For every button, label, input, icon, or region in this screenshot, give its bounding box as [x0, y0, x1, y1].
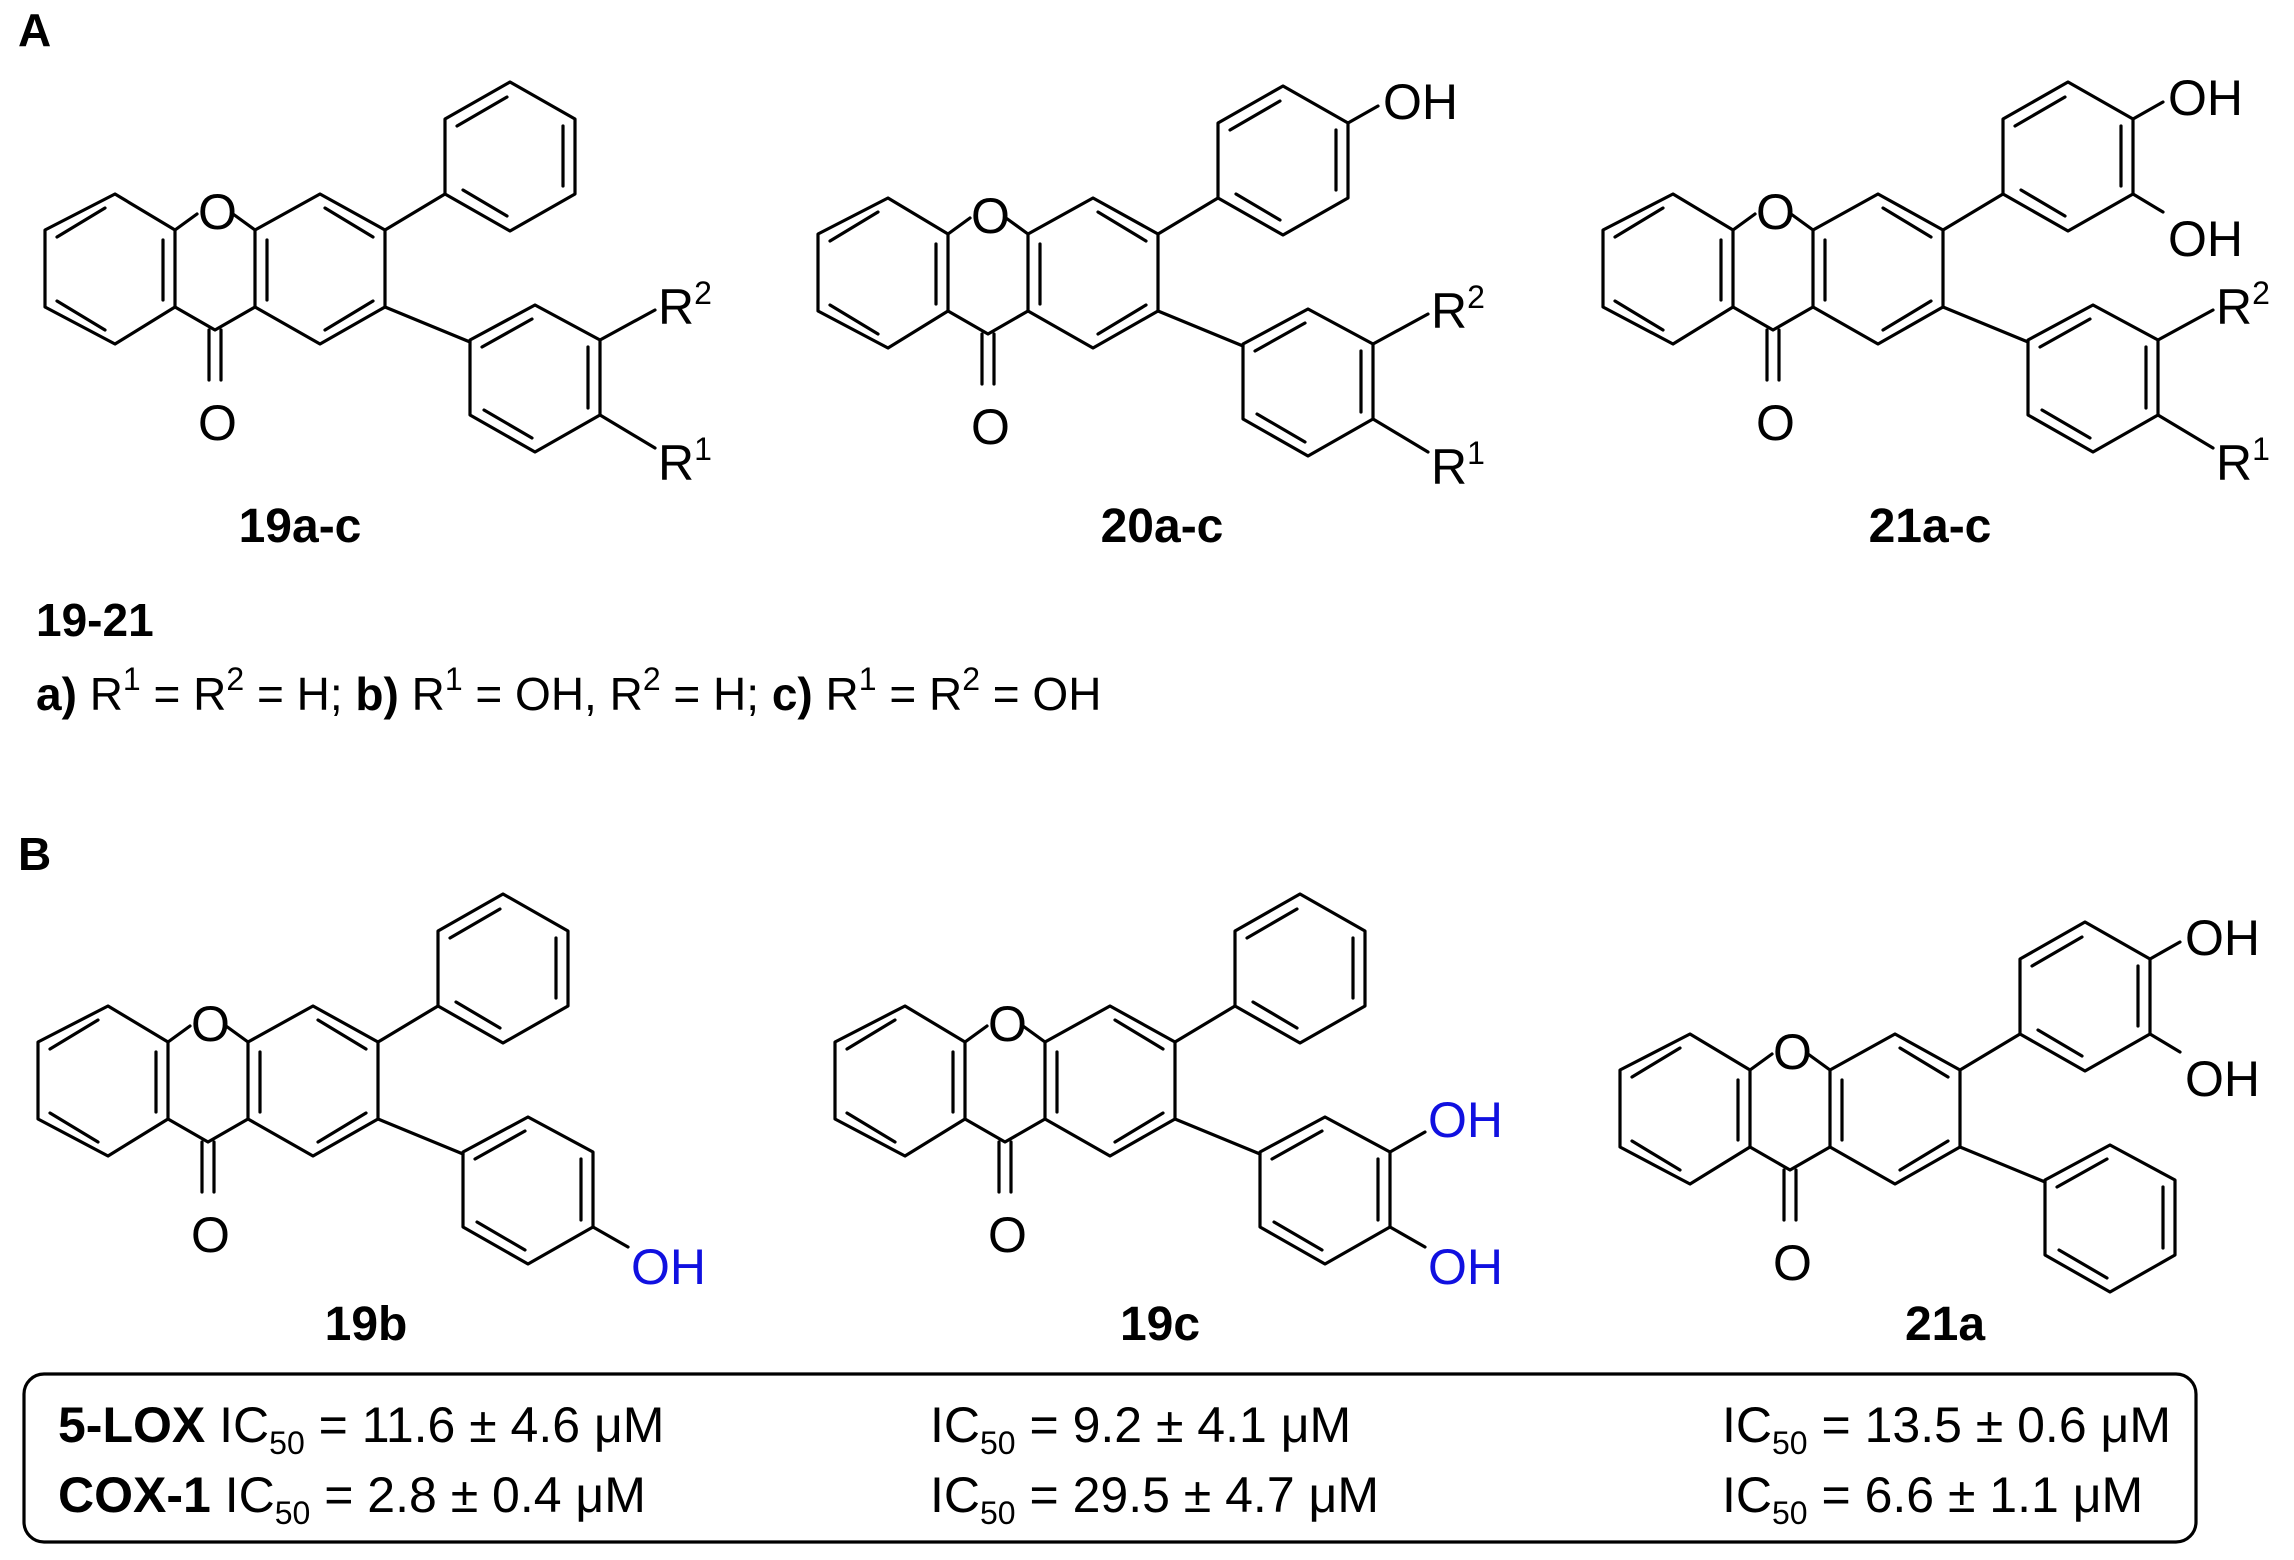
compound-id-21a-c: 21a-c [1869, 500, 1992, 553]
lox-result-19b: 5-LOX IC50 = 11.6 ± 4.6 μM [58, 1397, 664, 1461]
substituent-r2: R2 [2216, 275, 2270, 335]
series-definitions: a) R1 = R2 = H; b) R1 = OH, R2 = H; c) R… [36, 661, 1101, 720]
atom-hydroxyl: OH [1383, 74, 1458, 130]
atom-oxygen: O [971, 188, 1010, 244]
atom-carbonyl-oxygen: O [971, 399, 1010, 455]
assay-results-box [22, 1372, 2198, 1544]
atom-carbonyl-oxygen: O [988, 1207, 1027, 1263]
atom-oxygen: O [1756, 184, 1795, 240]
atom-hydroxyl: OH [2185, 910, 2260, 966]
atom-oxygen: O [191, 996, 230, 1052]
structure-20a-c: O O OH R2 R1 [816, 74, 1485, 495]
atom-carbonyl-oxygen: O [1756, 395, 1795, 451]
structure-19c: O O OH OH [833, 892, 1503, 1295]
structure-19a-c: O O R2 R1 [43, 80, 712, 491]
atom-oxygen: O [198, 184, 237, 240]
atom-carbonyl-oxygen: O [191, 1207, 230, 1263]
atom-oxygen: O [988, 996, 1027, 1052]
compound-id-20a-c: 20a-c [1101, 500, 1224, 553]
cox-result-21a: IC50 = 6.6 ± 1.1 μM [1722, 1467, 2143, 1531]
atom-hydroxyl-highlight: OH [1428, 1092, 1503, 1148]
lox-result-19c: IC50 = 9.2 ± 4.1 μM [930, 1397, 1351, 1461]
panel-label-a: A [18, 4, 51, 56]
structure-19b: O O OH [36, 892, 706, 1295]
compound-id-19a-c: 19a-c [239, 500, 362, 553]
structure-21a-c: O O OH OH R2 R1 [1601, 70, 2270, 491]
compound-id-21a: 21a [1905, 1298, 1985, 1351]
atom-hydroxyl-highlight: OH [631, 1239, 706, 1295]
atom-hydroxyl-highlight: OH [1428, 1239, 1503, 1295]
panel-label-b: B [18, 828, 51, 880]
lox-result-21a: IC50 = 13.5 ± 0.6 μM [1722, 1397, 2171, 1461]
atom-carbonyl-oxygen: O [1773, 1235, 1812, 1291]
compound-id-19b: 19b [325, 1298, 408, 1351]
cox-result-19b: COX-1 IC50 = 2.8 ± 0.4 μM [58, 1467, 646, 1531]
atom-carbonyl-oxygen: O [198, 395, 237, 451]
structure-21a: O O OH OH [1618, 910, 2260, 1294]
substituent-r2: R2 [1431, 279, 1485, 339]
compound-id-19c: 19c [1120, 1298, 1200, 1351]
atom-hydroxyl: OH [2185, 1051, 2260, 1107]
atom-oxygen: O [1773, 1024, 1812, 1080]
series-title: 19-21 [36, 594, 154, 646]
cox-result-19c: IC50 = 29.5 ± 4.7 μM [930, 1467, 1379, 1531]
substituent-r2: R2 [658, 275, 712, 335]
substituent-r1: R1 [2216, 431, 2270, 491]
atom-hydroxyl: OH [2168, 211, 2243, 267]
substituent-r1: R1 [658, 431, 712, 491]
assay-results: 5-LOX IC50 = 11.6 ± 4.6 μM COX-1 IC50 = … [58, 1397, 2171, 1531]
substituent-r1: R1 [1431, 435, 1485, 495]
atom-hydroxyl: OH [2168, 70, 2243, 126]
